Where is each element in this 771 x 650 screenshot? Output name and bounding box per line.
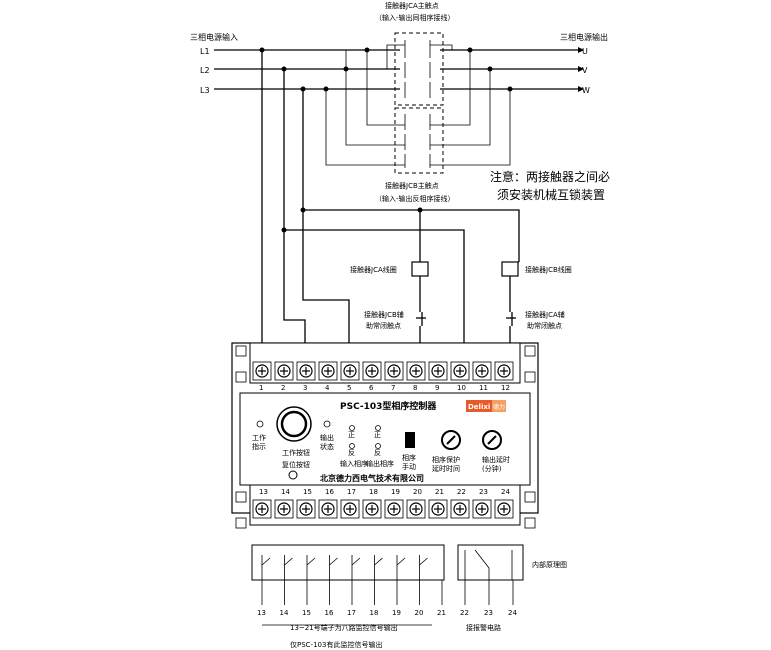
- internal-pin-number: 14: [280, 609, 289, 617]
- line-l1-label: L1: [200, 47, 210, 56]
- contactor-wiring: [323, 44, 513, 166]
- bottom-terminal-number: 16: [325, 488, 334, 496]
- led-b-forward: 正: [374, 431, 381, 439]
- switch-label-1: 相序: [402, 453, 416, 462]
- jca-aux-label-2: 助常闭触点: [527, 321, 562, 330]
- line-l3-label: L3: [200, 86, 210, 95]
- control-wiring: [259, 47, 520, 345]
- internal-pin-number: 13: [257, 609, 266, 617]
- internal-pin-number: 22: [460, 609, 469, 617]
- jcb-aux-label-2: 助常闭触点: [366, 321, 401, 330]
- jca-coil-label: 接触器JCA线圈: [350, 265, 397, 274]
- line-l2-label: L2: [200, 66, 210, 75]
- line-u-label: U: [582, 47, 588, 56]
- switch-label-2: 手动: [402, 462, 416, 471]
- jca-subtitle: （输入-输出同相序接线）: [375, 13, 455, 22]
- bottom-terminal-number: 15: [303, 488, 312, 496]
- output-phase-label: 输出相序: [366, 459, 394, 468]
- internal-pin-number: 18: [370, 609, 379, 617]
- bottom-terminal-number: 20: [413, 488, 422, 496]
- internal-pin-number: 20: [415, 609, 424, 617]
- phase-switch[interactable]: [405, 432, 415, 448]
- jcb-aux-label-1: 接触器JCB辅: [364, 310, 404, 319]
- internal-pin-number: 23: [484, 609, 493, 617]
- top-terminal-number: 11: [479, 384, 488, 392]
- signal-output-caption: 13~21号端子为八路监控信号输出: [290, 623, 398, 632]
- internal-pin-number: 19: [392, 609, 401, 617]
- bottom-terminal-number: 19: [391, 488, 400, 496]
- top-terminal-number: 7: [391, 384, 395, 392]
- reset-button[interactable]: [288, 470, 298, 480]
- brand-badge: 德力: [493, 403, 505, 411]
- work-indicator-led: [256, 420, 264, 428]
- knob1-label-2: 延时时间: [432, 464, 460, 473]
- bottom-terminal-number: 22: [457, 488, 466, 496]
- alarm-caption: 接报警电路: [466, 623, 501, 632]
- bottom-terminal-number: 24: [501, 488, 510, 496]
- jcb-title: 接触器JCB主触点: [385, 181, 439, 190]
- interlock-note-line2: 须安装机械互锁装置: [497, 187, 605, 202]
- top-terminal-number: 8: [413, 384, 417, 392]
- led-b-reverse: 反: [374, 448, 381, 457]
- top-terminal-number: 5: [347, 384, 351, 392]
- led-a-forward: 正: [348, 431, 355, 439]
- internal-pin-number: 24: [508, 609, 517, 617]
- monitor-footnote: 仅PSC-103有此监控信号输出: [290, 640, 382, 649]
- interlock-note-line1: 注意：两接触器之间必: [490, 169, 610, 184]
- jca-aux-label-1: 接触器JCA辅: [525, 310, 565, 319]
- output-title: 三相电源输出: [560, 32, 608, 42]
- bottom-terminal-number: 23: [479, 488, 488, 496]
- brand-logo: [466, 400, 492, 412]
- internal-pin-number: 21: [437, 609, 446, 617]
- bottom-terminal-number: 13: [259, 488, 268, 496]
- jcb-main-contacts: 接触器JCB主触点 （输入-输出反相序接线）: [375, 107, 455, 203]
- output-label-1: 输出: [320, 433, 334, 442]
- top-terminal-number: 12: [501, 384, 510, 392]
- work-label-2: 指示: [252, 442, 266, 451]
- internal-pin-number: 15: [302, 609, 311, 617]
- led-a-reverse: 反: [348, 448, 355, 457]
- jca-title: 接触器JCA主触点: [385, 1, 439, 10]
- output-indicator-led: [323, 420, 331, 428]
- device-model: PSC-103型相序控制器: [340, 400, 437, 412]
- top-terminal-number: 6: [369, 384, 374, 392]
- brand-name: Delixi: [468, 403, 490, 411]
- internal-pin-number: 16: [325, 609, 334, 617]
- reset-button-label: 复位按钮: [282, 460, 310, 469]
- jcb-subtitle: （输入-输出反相序接线）: [375, 194, 455, 203]
- internal-schematic: 内部原理图 13 14 15 16 17 18 19 20 21 22 23 24 13~21号端子为…: [251, 544, 567, 649]
- knob1-label-1: 相序保护: [432, 455, 460, 464]
- top-terminal-number: 9: [435, 384, 439, 392]
- knob2-label-1: 输出延时: [482, 455, 510, 464]
- three-phase-bus: 三相电源输入 三相电源输出 L1 L2 L3 U V W: [190, 32, 608, 95]
- internal-title: 内部原理图: [532, 560, 567, 569]
- top-terminal-number: 2: [281, 384, 285, 392]
- company-name: 北京德力西电气技术有限公司: [320, 473, 424, 483]
- knob2-label-2: (分钟): [482, 464, 502, 473]
- work-button-label: 工作按钮: [282, 448, 310, 457]
- jca-main-contacts: 接触器JCA主触点 （输入-输出同相序接线）: [375, 1, 455, 106]
- top-terminal-number: 10: [457, 384, 466, 392]
- top-terminal-number: 1: [259, 384, 263, 392]
- output-label-2: 状态: [320, 442, 334, 451]
- work-label-1: 工作: [252, 433, 266, 442]
- line-w-label: W: [582, 86, 590, 95]
- bottom-terminal-number: 18: [369, 488, 378, 496]
- bottom-terminal-number: 21: [435, 488, 444, 496]
- internal-pin-number: 17: [347, 609, 356, 617]
- top-terminal-number: 4: [325, 384, 330, 392]
- input-title: 三相电源输入: [190, 32, 238, 42]
- jcb-coil-label: 接触器JCB线圈: [525, 265, 572, 274]
- line-v-label: V: [582, 66, 588, 75]
- input-phase-label: 输入相序: [340, 459, 368, 468]
- bottom-terminal-number: 14: [281, 488, 290, 496]
- top-terminal-number: 3: [303, 384, 307, 392]
- bottom-terminal-number: 17: [347, 488, 356, 496]
